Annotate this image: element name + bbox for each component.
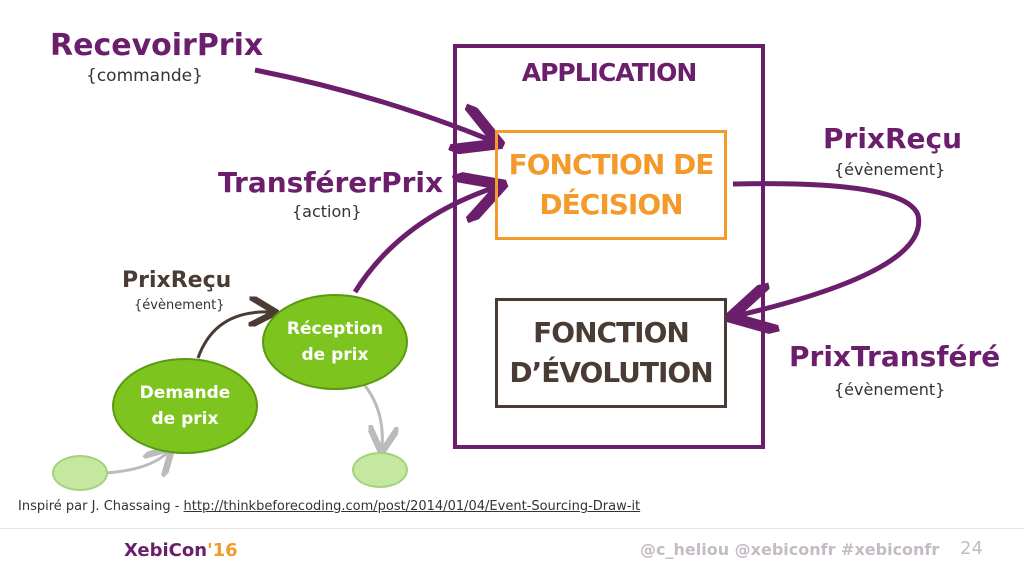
credit-line: Inspiré par J. Chassaing - http://thinkb…	[18, 499, 640, 514]
label-prix-transfere: PrixTransféré	[789, 340, 1001, 373]
label-prix-recu-left: PrixReçu	[122, 268, 232, 293]
decision-function-box: Fonction de décision	[495, 130, 727, 240]
state-reception-line-1: Réception	[286, 319, 384, 339]
logo-year: '16	[207, 540, 238, 561]
evolution-function-box: Fonction d’évolution	[495, 298, 727, 408]
state-start-placeholder	[52, 455, 108, 491]
state-next-placeholder	[352, 452, 408, 488]
footer-divider	[0, 528, 1024, 529]
credit-link[interactable]: http://thinkbeforecoding.com/post/2014/0…	[183, 499, 641, 514]
arrow-recevoir-to-decision	[254, 67, 490, 140]
application-label: Application	[521, 58, 698, 87]
page-number: 24	[960, 538, 983, 559]
logo-main: XebiCon	[124, 540, 208, 561]
state-demande-line-1: Demande	[139, 383, 231, 403]
label-prix-recu-right-sub: {évènement}	[834, 160, 946, 179]
arrow-start-to-demande	[104, 452, 168, 473]
evolution-line-2: d’évolution	[509, 356, 713, 389]
label-recevoir-prix-sub: {commande}	[86, 66, 203, 86]
state-reception-de-prix: Réception de prix	[262, 294, 408, 390]
state-reception-line-2: de prix	[301, 345, 369, 365]
label-prix-recu-right: PrixReçu	[823, 122, 963, 155]
state-demande-line-2: de prix	[151, 409, 219, 429]
application-frame	[453, 44, 765, 449]
state-demande-de-prix: Demande de prix	[112, 358, 258, 454]
arrow-reception-to-decision	[352, 188, 493, 294]
evolution-line-1: Fonction	[533, 316, 690, 349]
label-transferer-prix: TransférerPrix	[218, 166, 444, 199]
decision-line-2: décision	[539, 188, 683, 221]
arrow-reception-to-next	[361, 382, 382, 447]
label-transferer-prix-sub: {action}	[292, 202, 362, 221]
label-recevoir-prix: RecevoirPrix	[50, 28, 264, 63]
footer-handles: @c_heliou @xebiconfr #xebiconfr	[640, 540, 940, 559]
credit-text: Inspiré par J. Chassaing -	[18, 499, 184, 514]
xebicon-logo: XebiCon'16	[124, 540, 238, 561]
arrow-demande-to-reception	[196, 312, 270, 359]
label-prix-transfere-sub: {évènement}	[834, 380, 946, 399]
label-prix-recu-left-sub: {évènement}	[134, 298, 225, 313]
decision-line-1: Fonction de	[508, 148, 715, 181]
arrow-decision-to-evolution	[733, 181, 922, 315]
